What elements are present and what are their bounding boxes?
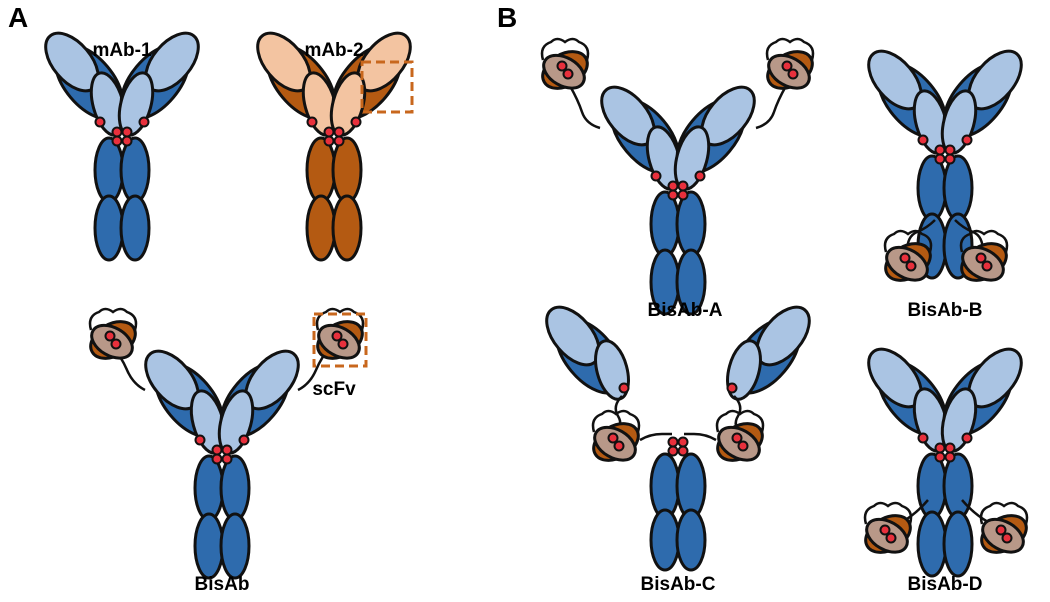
bisab-b-diagram (857, 40, 1033, 290)
scfv-label: scFv (312, 379, 356, 400)
bisab-a-label: BisAb-A (648, 300, 723, 321)
bisab-c-label: BisAb-C (641, 574, 716, 595)
mab-2-label: mAb-2 (304, 40, 363, 61)
bisab-c-diagram (545, 305, 811, 572)
bisab-b-label: BisAb-B (908, 300, 983, 321)
bisab-a-diagram (534, 37, 821, 316)
bisab-label: BisAb (195, 574, 250, 595)
bisab-d-diagram (857, 338, 1035, 578)
scfv-highlight-box (312, 312, 368, 368)
bisab-diagram (82, 307, 371, 580)
panel-b-letter: B (497, 2, 517, 33)
bisab-d-label: BisAb-D (908, 574, 983, 595)
mab-1-label: mAb-1 (92, 40, 152, 61)
mab-2-fv-highlight-box (360, 60, 414, 114)
panel-a-letter: A (8, 2, 28, 33)
